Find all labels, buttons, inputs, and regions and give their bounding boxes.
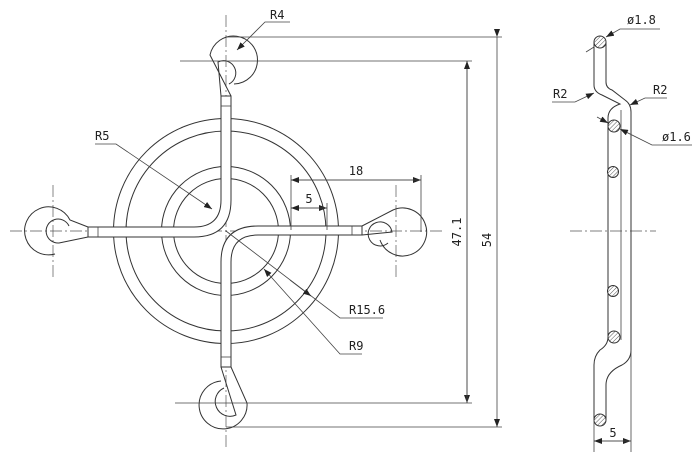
eyelet-left (24, 206, 89, 256)
dimension-54-label: 54 (480, 233, 494, 247)
wire-section (607, 285, 619, 297)
radius-r4-label: R4 (270, 8, 284, 22)
wire-section (593, 413, 607, 427)
wire-section (607, 166, 619, 178)
wire-bottom-right (220, 225, 363, 368)
side-dimension-5-label: 5 (609, 426, 616, 440)
wire-section-1-8 (593, 35, 607, 49)
dimension-5-label: 5 (305, 192, 312, 206)
dimension-47-1-label: 47.1 (450, 218, 464, 247)
radius-r9-label: R9 (349, 339, 363, 353)
dimension-18-label: 18 (349, 164, 363, 178)
diameter-1-8-label: ø1.8 (627, 13, 656, 27)
eyelet-top (209, 35, 258, 97)
radius-r5-label: R5 (95, 129, 109, 143)
eyelet-bottom (198, 366, 248, 430)
side-wire-left-edge (593, 42, 622, 420)
front-view: 54 47.1 18 5 R4 R5 R15.6 R9 (10, 8, 502, 450)
radius-r15-6-label: R15.6 (349, 303, 385, 317)
wire-section (607, 330, 621, 344)
wire-section-1-6 (607, 119, 621, 133)
side-view: 5 ø1.8 R2 R2 ø1.6 (552, 13, 692, 452)
eyelet-right (361, 207, 428, 257)
wire-top-left (87, 95, 232, 238)
radius-r2-left-label: R2 (553, 87, 567, 101)
side-wire-right-edge (605, 42, 632, 420)
radius-r2-right-label: R2 (653, 83, 667, 97)
diameter-1-6-label: ø1.6 (662, 130, 691, 144)
